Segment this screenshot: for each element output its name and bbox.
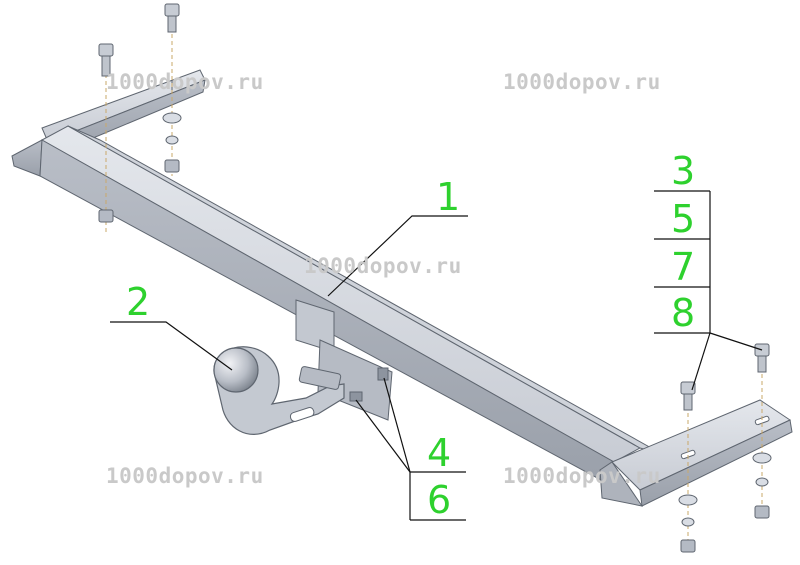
watermark-top-left: 1000dopov.ru [106,70,264,94]
callout-4: 4 [427,431,452,475]
leader-lines [110,190,763,521]
bolt-top-left-b [98,43,114,77]
callout-1-frame: 1 [436,175,461,219]
ball-hitch [213,346,345,435]
right-bracket [599,399,793,507]
watermark-center: 1000dopov.ru [304,254,462,278]
callout-7: 7 [671,245,696,289]
bolt-top-left-a [164,3,180,33]
callout-5: 5 [671,197,696,241]
bolt-right-a [680,381,696,411]
callout-6: 6 [427,478,452,522]
washers-left [98,112,182,223]
watermark-top-right: 1000dopov.ru [503,70,661,94]
watermark-bottom-left: 1000dopov.ru [106,464,264,488]
callout-2-ball: 2 [126,280,151,324]
callout-3: 3 [671,149,696,193]
washers-right [678,452,772,553]
callout-8: 8 [671,291,696,335]
watermark-bottom-right: 1000dopov.ru [503,464,661,488]
fastener-axes [105,20,763,552]
